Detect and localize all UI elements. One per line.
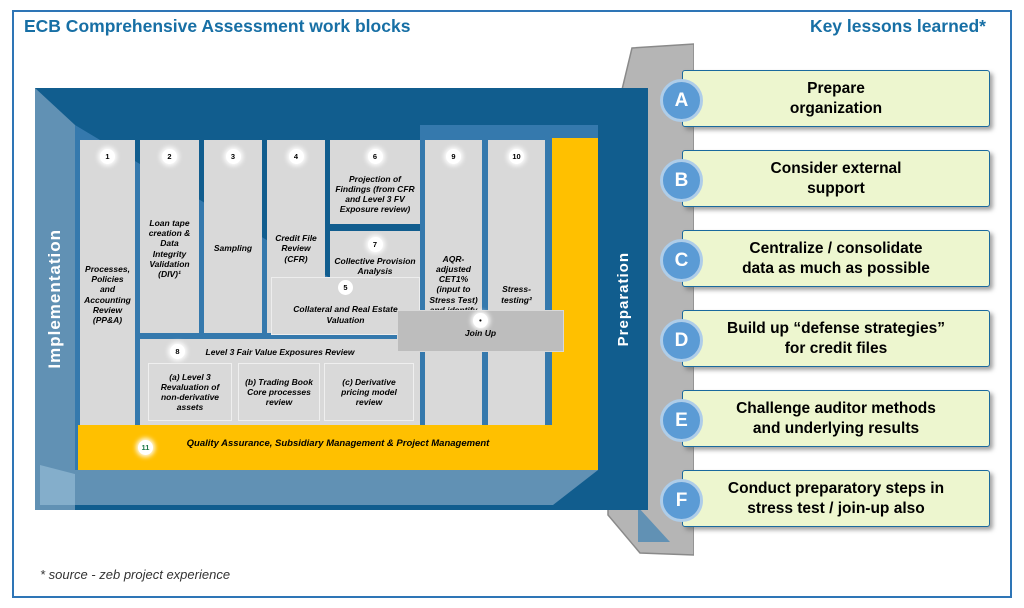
block-level3-review: 8 Level 3 Fair Value Exposures Review (a… (140, 339, 420, 425)
lesson-b-text: Consider external support (770, 160, 902, 197)
lesson-badge-e: E (660, 399, 703, 442)
preparation-band: Preparation (598, 88, 648, 510)
source-footnote: * source - zeb project experience (40, 567, 231, 582)
lesson-a-text: Prepare organization (789, 80, 883, 117)
block-loan-tape: 2 Loan tape creation & Data Integrity Va… (140, 140, 199, 333)
lesson-badge-d: D (660, 319, 703, 362)
block-ppa-label: Processes, Policies and Accounting Revie… (84, 263, 131, 325)
lesson-badge-c: C (660, 239, 703, 282)
block-join-up: • Join Up (397, 310, 564, 352)
page-title: ECB Comprehensive Assessment work blocks (24, 16, 411, 36)
block-stress-testing: 10 Stress- testing² (488, 140, 545, 425)
lesson-box-b: Consider external support (682, 150, 990, 207)
block-loan-tape-number: 2 (162, 149, 177, 164)
lesson-c-text: Centralize / consolidate data as much as… (742, 240, 930, 277)
diagram-interior: 1 Processes, Policies and Accounting Rev… (75, 125, 670, 542)
block-collective-provision-label: Collective Provision Analysis (334, 256, 416, 277)
block-quality-assurance-label: Quality Assurance, Subsidiary Management… (186, 438, 490, 449)
block-join-up-label: Join Up (464, 328, 497, 338)
block-aqr-cet1-number: 9 (446, 149, 461, 164)
yellow-column (552, 138, 598, 470)
lesson-e-text: Challenge auditor methods and underlying… (736, 400, 936, 437)
block-loan-tape-label: Loan tape creation & Data Integrity Vali… (148, 217, 191, 279)
block-collateral-valuation-label: Collateral and Real Estate Valuation (293, 304, 398, 325)
lesson-box-d: Build up “defense strategies” for credit… (682, 310, 990, 367)
work-blocks-diagram: Implementation 1 Processes, Policies and… (35, 88, 670, 542)
block-aqr-cet1: 9 AQR- adjusted CET1% (input to Stress T… (425, 140, 482, 425)
block-projection-label: Projection of Findings (from CFR and Lev… (335, 173, 415, 215)
block-quality-assurance: 11 Quality Assurance, Subsidiary Managem… (78, 425, 598, 470)
lesson-f-text: Conduct preparatory steps in stress test… (727, 480, 945, 517)
lesson-badge-b: B (660, 159, 703, 202)
block-sampling-number: 3 (225, 149, 241, 164)
block-projection-number: 6 (367, 149, 383, 164)
block-level3-sub-c: (c) Derivative pricing model review (324, 363, 414, 421)
block-level3-sub-a-label: (a) Level 3 Revaluation of non-derivativ… (160, 371, 220, 413)
block-join-up-number: • (473, 313, 488, 328)
block-level3-sub-a: (a) Level 3 Revaluation of non-derivativ… (148, 363, 232, 421)
block-level3-review-number: 8 (170, 344, 185, 359)
block-cfr-label: Credit File Review (CFR) (275, 233, 317, 264)
block-cfr-number: 4 (288, 149, 304, 164)
lessons-title: Key lessons learned* (809, 16, 986, 36)
floor-band (75, 470, 598, 505)
block-collateral-valuation: 5 Collateral and Real Estate Valuation (271, 277, 420, 335)
block-collective-provision-number: 7 (367, 237, 383, 252)
block-level3-sub-b-label: (b) Trading Book Core processes review (245, 376, 313, 408)
lesson-box-e: Challenge auditor methods and underlying… (682, 390, 990, 447)
block-level3-sub-c-label: (c) Derivative pricing model review (341, 376, 397, 408)
lesson-badge-a: A (660, 79, 703, 122)
block-collateral-valuation-number: 5 (338, 280, 353, 295)
block-projection: 6 Projection of Findings (from CFR and L… (330, 140, 420, 224)
lesson-d-text: Build up “defense strategies” for credit… (727, 320, 945, 357)
preparation-label: Preparation (614, 251, 632, 347)
block-level3-sub-b: (b) Trading Book Core processes review (238, 363, 320, 421)
block-quality-assurance-number: 11 (138, 440, 153, 455)
implementation-band: Implementation (35, 88, 75, 510)
block-ppa: 1 Processes, Policies and Accounting Rev… (80, 140, 135, 425)
block-stress-testing-number: 10 (509, 149, 524, 164)
block-level3-review-title: Level 3 Fair Value Exposures Review (205, 347, 355, 357)
block-stress-testing-label: Stress- testing² (501, 284, 532, 305)
block-sampling-label: Sampling (213, 243, 253, 254)
block-ppa-number: 1 (100, 149, 115, 164)
implementation-label: Implementation (45, 229, 64, 369)
lesson-box-f: Conduct preparatory steps in stress test… (682, 470, 990, 527)
block-sampling: 3 Sampling (204, 140, 262, 333)
slide-border (12, 10, 1012, 598)
lesson-badge-f: F (660, 479, 703, 522)
lesson-box-a: Prepare organization (682, 70, 990, 127)
lesson-box-c: Centralize / consolidate data as much as… (682, 230, 990, 287)
